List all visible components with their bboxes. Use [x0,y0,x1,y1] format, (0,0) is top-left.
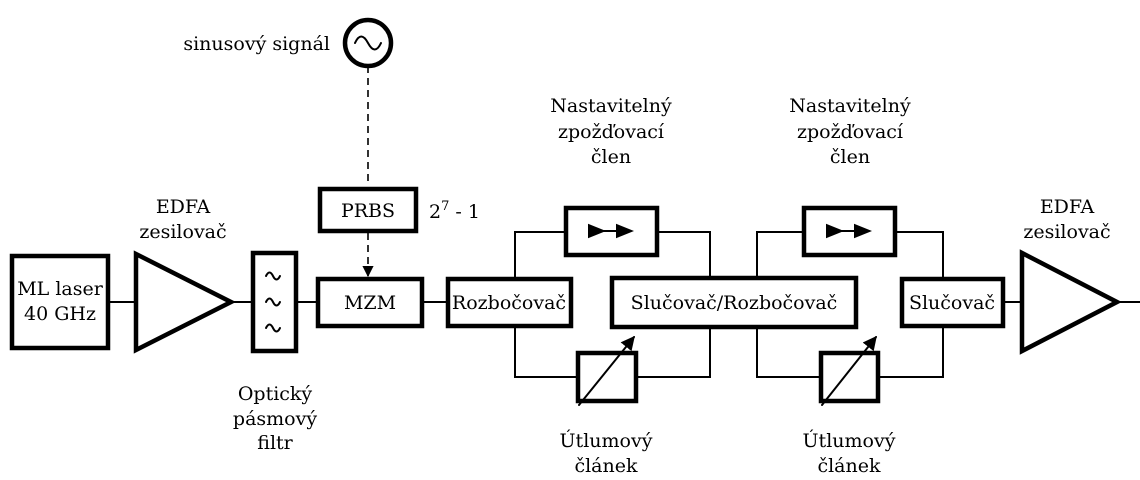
attenuator1-label-line2: článek [574,455,638,477]
splitter-label: Rozbočovač [452,292,566,314]
delay2-label-line1: Nastavitelný [789,95,911,117]
tilde-icon-top [265,271,281,281]
edfa-amplifier-out-triangle [1019,249,1122,355]
delay2-label-line3: člen [830,146,870,168]
tilde-icon-bottom [265,323,281,333]
prbs-sequence-exp: 7 [441,199,449,214]
edfa-in-label-line1: EDFA [156,196,211,218]
attenuator1-block [575,350,639,404]
filter-label-line2: pásmový [233,408,317,430]
wire-lower-branch-2 [756,328,820,378]
combiner-splitter-block [609,275,859,330]
edfa-in-label-line2: zesilovač [139,221,226,243]
mzm-block [315,276,425,329]
wire-upper-branch-1b [657,231,711,277]
prbs-sequence-rest: - 1 [449,201,480,223]
optical-filter-block [250,250,299,354]
delay1-label-line1: Nastavitelný [550,95,672,117]
wire-lower-branch-1b [637,328,711,378]
prbs-sequence-label: 27 - 1 [429,199,480,223]
delay1-label-line2: zpožďovací [558,121,665,143]
sine-source: sinusový signál [183,17,394,69]
prbs-label: PRBS [341,200,395,222]
edfa-out-label-line1: EDFA [1040,196,1095,218]
edfa-amplifier-in-triangle [133,250,236,354]
combiner-splitter-label: Slučovač/Rozbočovač [631,292,838,314]
edfa-out-label-line2: zesilovač [1023,221,1110,243]
variable-arrow-icon [821,335,877,406]
prbs-sequence-base: 2 [429,201,441,223]
ml-laser-line1: ML laser [17,278,104,300]
filter-label-line3: filtr [257,432,293,454]
wire-lower-branch-1 [514,327,577,378]
combiner-label: Slučovač [909,292,995,314]
wire-upper-branch-2 [756,231,803,277]
combiner-block [899,276,1006,329]
wire-lower-branch-2b [878,328,944,378]
attenuator2-block [818,350,881,404]
attenuator1-label-line1: Útlumový [560,429,653,452]
ml-laser-line2: 40 GHz [24,303,96,325]
mzm-label: MZM [344,292,396,314]
prbs-block [317,186,419,234]
variable-arrow-icon [578,335,635,406]
delay2-label-line2: zpožďovací [797,121,904,143]
ml-laser-block [9,253,111,351]
attenuator2-label-line1: Útlumový [803,429,896,452]
wire-upper-branch-2b [895,231,944,277]
signal-path-wires [110,231,1140,378]
filter-label-line1: Optický [238,383,313,405]
sine-wave-icon [354,35,382,51]
sine-source-label: sinusový signál [183,33,330,55]
wire-upper-branch-1 [514,231,565,277]
delay1-label-line3: člen [591,146,631,168]
tilde-icon-middle [265,297,281,307]
attenuator2-label-line2: článek [817,455,881,477]
splitter-block [445,276,574,329]
